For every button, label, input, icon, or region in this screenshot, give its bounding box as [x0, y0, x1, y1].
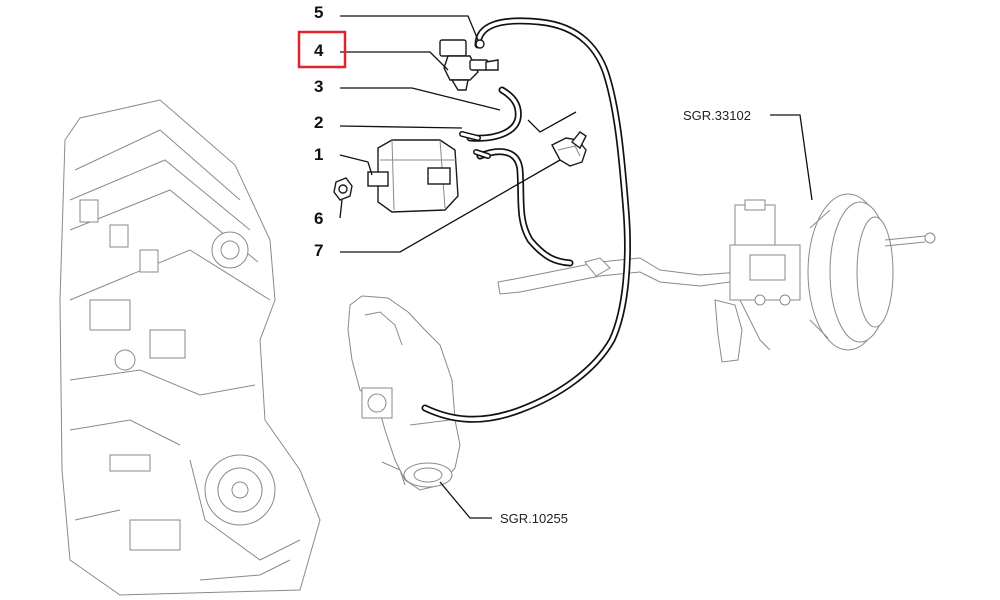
callout-5: 5 — [314, 3, 323, 22]
callout-3: 3 — [314, 77, 323, 96]
callout-6: 6 — [314, 209, 323, 228]
engine-block-drawing — [59, 99, 321, 596]
callout-2: 2 — [314, 113, 323, 132]
brake-booster-drawing — [497, 193, 936, 363]
callout-7: 7 — [314, 241, 323, 260]
reference-label-intake-manifold: SGR.10255 — [500, 511, 568, 526]
vacuum-hose-short-3 — [466, 86, 522, 142]
highlight-box-callout-4 — [297, 30, 347, 69]
solenoid-valve-part-4 — [439, 39, 499, 91]
nut-part-6 — [333, 177, 353, 201]
leader-lines — [339, 15, 813, 519]
callout-4: 4 — [314, 41, 324, 60]
intake-manifold-drawing — [347, 295, 461, 491]
vacuum-canister-part-1 — [367, 139, 459, 213]
vacuum-hose-long — [421, 17, 631, 423]
bracket-part-7 — [551, 131, 587, 167]
reference-label-brake-booster: SGR.33102 — [683, 108, 751, 123]
callout-1: 1 — [314, 145, 323, 164]
vacuum-hose-2 — [459, 131, 574, 267]
